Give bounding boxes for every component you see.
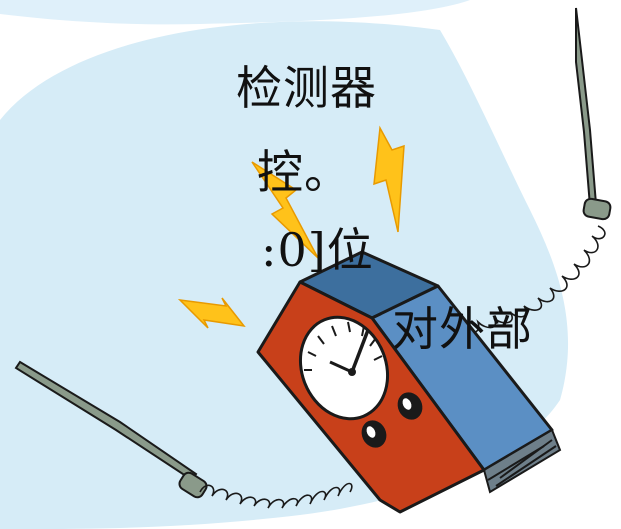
coil-icon <box>445 225 606 338</box>
coil-icon <box>199 482 353 509</box>
text-line-1: 检测器 <box>236 61 377 115</box>
text-line-3: :0]位 <box>261 223 374 277</box>
probe-icon <box>575 7 612 221</box>
knob-icon <box>397 392 423 420</box>
lightning-icon <box>251 161 319 259</box>
dial-icon <box>298 315 390 421</box>
text-line-4: 对外部 <box>392 302 533 356</box>
meter-icon <box>256 250 562 514</box>
lightning-icon <box>373 125 405 233</box>
knob-icon <box>361 420 387 448</box>
top-band <box>0 0 470 25</box>
text-line-2: 控。 <box>257 145 351 199</box>
meter-hatching <box>482 428 562 494</box>
lightning-icon <box>177 297 246 329</box>
